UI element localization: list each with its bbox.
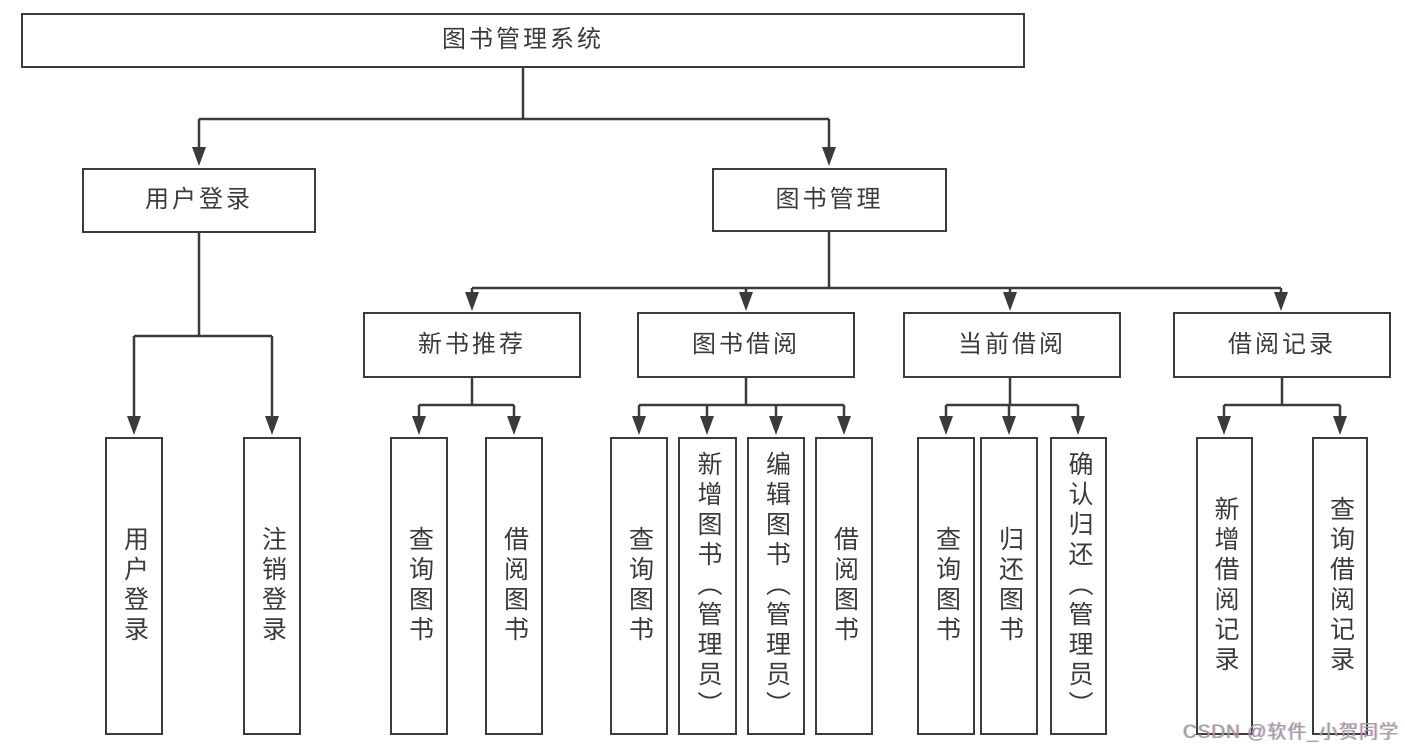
connector-new-book-recommend-to-leaves <box>417 378 516 419</box>
leaf-borrow-book-recommend: 借阅图书 <box>485 437 543 735</box>
node-label: 图书管理系统 <box>442 26 604 54</box>
watermark: CSDN @软件_小贺同学 <box>1183 722 1399 743</box>
node-label: 用户登录 <box>145 186 253 214</box>
leaf-add-borrow-record: 新增借阅记录 <box>1196 437 1253 735</box>
connector-user-login-to-leaves <box>132 233 274 419</box>
node-label: 查询图书 <box>932 526 961 646</box>
leaf-query-book-recommend: 查询图书 <box>390 437 448 735</box>
node-label: 新增借阅记录 <box>1211 496 1239 676</box>
node-label: 借阅记录 <box>1228 330 1336 358</box>
node-label: 归还图书 <box>995 526 1024 646</box>
node-user-login: 用户登录 <box>82 168 316 233</box>
leaf-user-login: 用户登录 <box>105 437 163 735</box>
leaf-query-borrow-record: 查询借阅记录 <box>1312 437 1368 735</box>
connector-book-management-to-level3 <box>470 232 1283 294</box>
connector-borrow-records-to-leaves <box>1222 378 1342 419</box>
node-label: 新书推荐 <box>418 330 526 358</box>
node-label: 查询借阅记录 <box>1326 496 1355 676</box>
leaf-logout-login: 注销登录 <box>243 437 301 735</box>
node-book-management: 图书管理 <box>712 168 947 232</box>
leaf-add-book-admin: 新增图书（管理员） <box>678 437 737 735</box>
node-label: 注销登录 <box>258 526 287 646</box>
leaf-query-book-borrow: 查询图书 <box>610 437 668 735</box>
node-label: 确认归还（管理员） <box>1065 451 1093 721</box>
leaf-return-book: 归还图书 <box>980 437 1038 735</box>
connector-current-borrow-to-leaves <box>944 378 1080 419</box>
leaf-query-book-current: 查询图书 <box>917 437 975 735</box>
node-label: 用户登录 <box>120 526 149 646</box>
node-label: 借阅图书 <box>500 526 529 646</box>
node-label: 编辑图书（管理员） <box>762 451 791 721</box>
node-current-borrow: 当前借阅 <box>903 312 1121 378</box>
node-label: 图书借阅 <box>692 330 800 358</box>
leaf-confirm-return-admin: 确认归还（管理员） <box>1050 437 1107 735</box>
node-new-book-recommend: 新书推荐 <box>363 312 581 378</box>
leaf-edit-book-admin: 编辑图书（管理员） <box>747 437 805 735</box>
node-borrow-records: 借阅记录 <box>1173 312 1391 378</box>
node-label: 借阅图书 <box>830 526 859 646</box>
leaf-borrow-book: 借阅图书 <box>815 437 873 735</box>
node-label: 查询图书 <box>405 526 434 646</box>
node-book-borrow: 图书借阅 <box>637 312 855 378</box>
connector-book-borrow-to-leaves <box>637 378 846 419</box>
node-label: 查询图书 <box>625 526 654 646</box>
node-library-management-system: 图书管理系统 <box>21 13 1025 68</box>
node-label: 当前借阅 <box>958 330 1066 358</box>
connector-root-to-level2 <box>197 68 831 150</box>
node-label: 图书管理 <box>775 185 884 213</box>
node-label: 新增图书（管理员） <box>694 451 722 721</box>
